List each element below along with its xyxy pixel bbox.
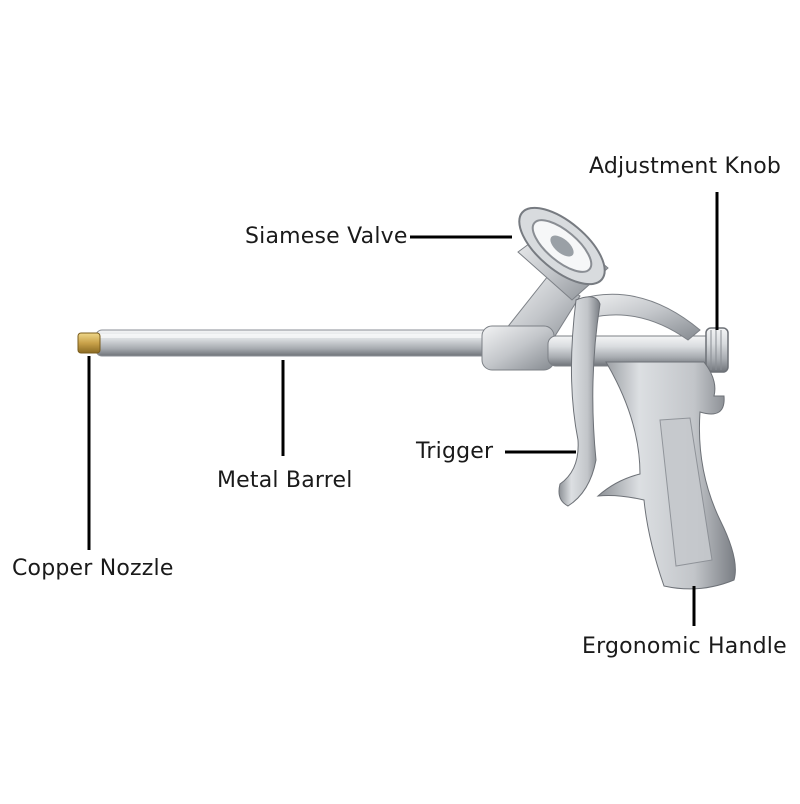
- trigger: [558, 296, 601, 507]
- ergonomic-handle: [596, 361, 736, 590]
- adjustment-knob: [705, 327, 729, 373]
- metal-barrel: [95, 329, 497, 357]
- label-ergonomic-handle: Ergonomic Handle: [582, 634, 787, 659]
- label-copper-nozzle: Copper Nozzle: [12, 556, 174, 581]
- label-adjustment-knob: Adjustment Knob: [589, 154, 782, 179]
- gun-body: [481, 293, 721, 371]
- label-siamese-valve: Siamese Valve: [245, 224, 408, 249]
- leader-lines: [87, 192, 719, 626]
- label-trigger: Trigger: [416, 439, 494, 464]
- label-metal-barrel: Metal Barrel: [217, 468, 353, 493]
- copper-nozzle: [77, 332, 101, 354]
